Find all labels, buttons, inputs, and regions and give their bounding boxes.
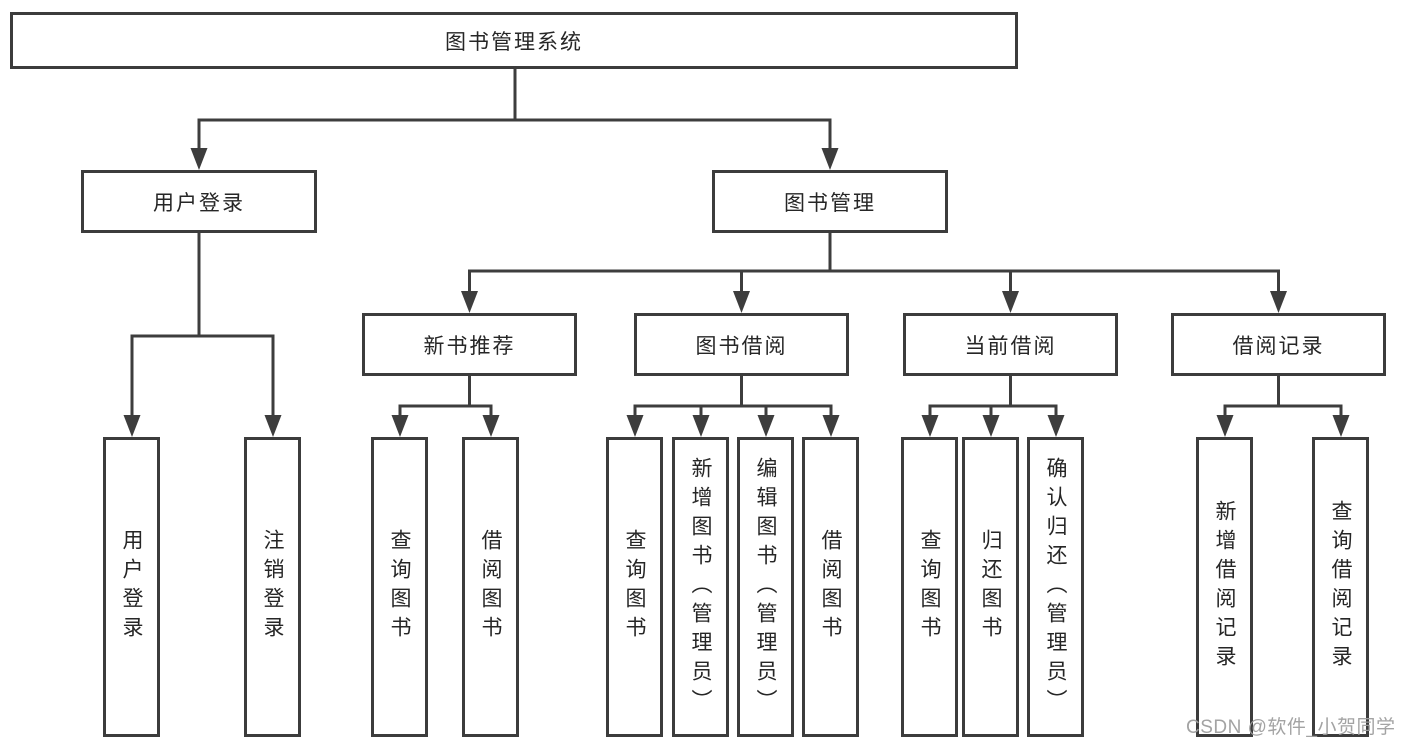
node-user-login: 用户登录 bbox=[81, 170, 317, 233]
node-confirm-return-admin-label: 确认归还（管理员） bbox=[1044, 456, 1067, 718]
arrowhead-down-icon bbox=[1270, 291, 1287, 313]
node-borrow-books-leaf-label: 借阅图书 bbox=[819, 529, 842, 645]
node-new-book-recommend: 新书推荐 bbox=[362, 313, 577, 376]
node-add-books-admin: 新增图书（管理员） bbox=[672, 437, 729, 737]
arrowhead-down-icon bbox=[692, 415, 710, 437]
node-query-books-borrowing-label: 查询图书 bbox=[623, 529, 646, 645]
node-borrowing-records: 借阅记录 bbox=[1171, 313, 1386, 376]
arrowhead-down-icon bbox=[123, 415, 141, 437]
node-return-books-label: 归还图书 bbox=[979, 529, 1002, 645]
arrowhead-down-icon bbox=[821, 148, 839, 170]
node-return-books: 归还图书 bbox=[962, 437, 1019, 737]
arrowhead-down-icon bbox=[1332, 415, 1350, 437]
node-query-books-borrowing: 查询图书 bbox=[606, 437, 663, 737]
node-login-leaf-label: 用户登录 bbox=[120, 529, 143, 645]
node-query-books-current-label: 查询图书 bbox=[918, 529, 941, 645]
arrowhead-down-icon bbox=[190, 148, 208, 170]
arrowhead-down-icon bbox=[921, 415, 939, 437]
node-user-login-label: 用户登录 bbox=[153, 191, 245, 215]
node-book-management-label: 图书管理 bbox=[784, 191, 876, 215]
node-logout-leaf-label: 注销登录 bbox=[261, 529, 284, 645]
arrowhead-down-icon bbox=[1216, 415, 1234, 437]
arrowhead-down-icon bbox=[482, 415, 500, 437]
arrowhead-down-icon bbox=[1047, 415, 1065, 437]
node-current-borrowing-label: 当前借阅 bbox=[964, 334, 1057, 358]
node-book-borrowing: 图书借阅 bbox=[634, 313, 849, 376]
arrowhead-down-icon bbox=[822, 415, 840, 437]
node-query-books-recommend-label: 查询图书 bbox=[388, 529, 411, 645]
arrowhead-down-icon bbox=[391, 415, 409, 437]
csdn-watermark: CSDN @软件_小贺同学 bbox=[1186, 717, 1396, 738]
node-query-books-current: 查询图书 bbox=[901, 437, 958, 737]
node-root: 图书管理系统 bbox=[10, 12, 1018, 69]
node-logout-leaf: 注销登录 bbox=[244, 437, 301, 737]
node-book-borrowing-label: 图书借阅 bbox=[695, 334, 788, 358]
arrowhead-down-icon bbox=[461, 291, 478, 313]
node-query-borrow-record: 查询借阅记录 bbox=[1312, 437, 1369, 737]
node-edit-books-admin: 编辑图书（管理员） bbox=[737, 437, 794, 737]
arrowhead-down-icon bbox=[757, 415, 775, 437]
node-new-book-recommend-label: 新书推荐 bbox=[423, 334, 516, 358]
node-borrow-books-leaf: 借阅图书 bbox=[802, 437, 859, 737]
node-borrow-books-recommend: 借阅图书 bbox=[462, 437, 519, 737]
node-query-books-recommend: 查询图书 bbox=[371, 437, 428, 737]
node-current-borrowing: 当前借阅 bbox=[903, 313, 1118, 376]
node-book-management: 图书管理 bbox=[712, 170, 948, 233]
node-query-borrow-record-label: 查询借阅记录 bbox=[1329, 500, 1352, 674]
node-confirm-return-admin: 确认归还（管理员） bbox=[1027, 437, 1084, 737]
arrowhead-down-icon bbox=[733, 291, 750, 313]
node-login-leaf: 用户登录 bbox=[103, 437, 160, 737]
node-borrowing-records-label: 借阅记录 bbox=[1232, 334, 1325, 358]
arrowhead-down-icon bbox=[1002, 291, 1019, 313]
arrowhead-down-icon bbox=[626, 415, 644, 437]
node-add-borrow-record: 新增借阅记录 bbox=[1196, 437, 1253, 737]
node-add-books-admin-label: 新增图书（管理员） bbox=[689, 456, 712, 718]
arrowhead-down-icon bbox=[982, 415, 1000, 437]
node-root-label: 图书管理系统 bbox=[445, 30, 583, 54]
node-add-borrow-record-label: 新增借阅记录 bbox=[1213, 500, 1236, 674]
node-edit-books-admin-label: 编辑图书（管理员） bbox=[754, 456, 777, 718]
node-borrow-books-recommend-label: 借阅图书 bbox=[479, 529, 502, 645]
arrowhead-down-icon bbox=[264, 415, 282, 437]
